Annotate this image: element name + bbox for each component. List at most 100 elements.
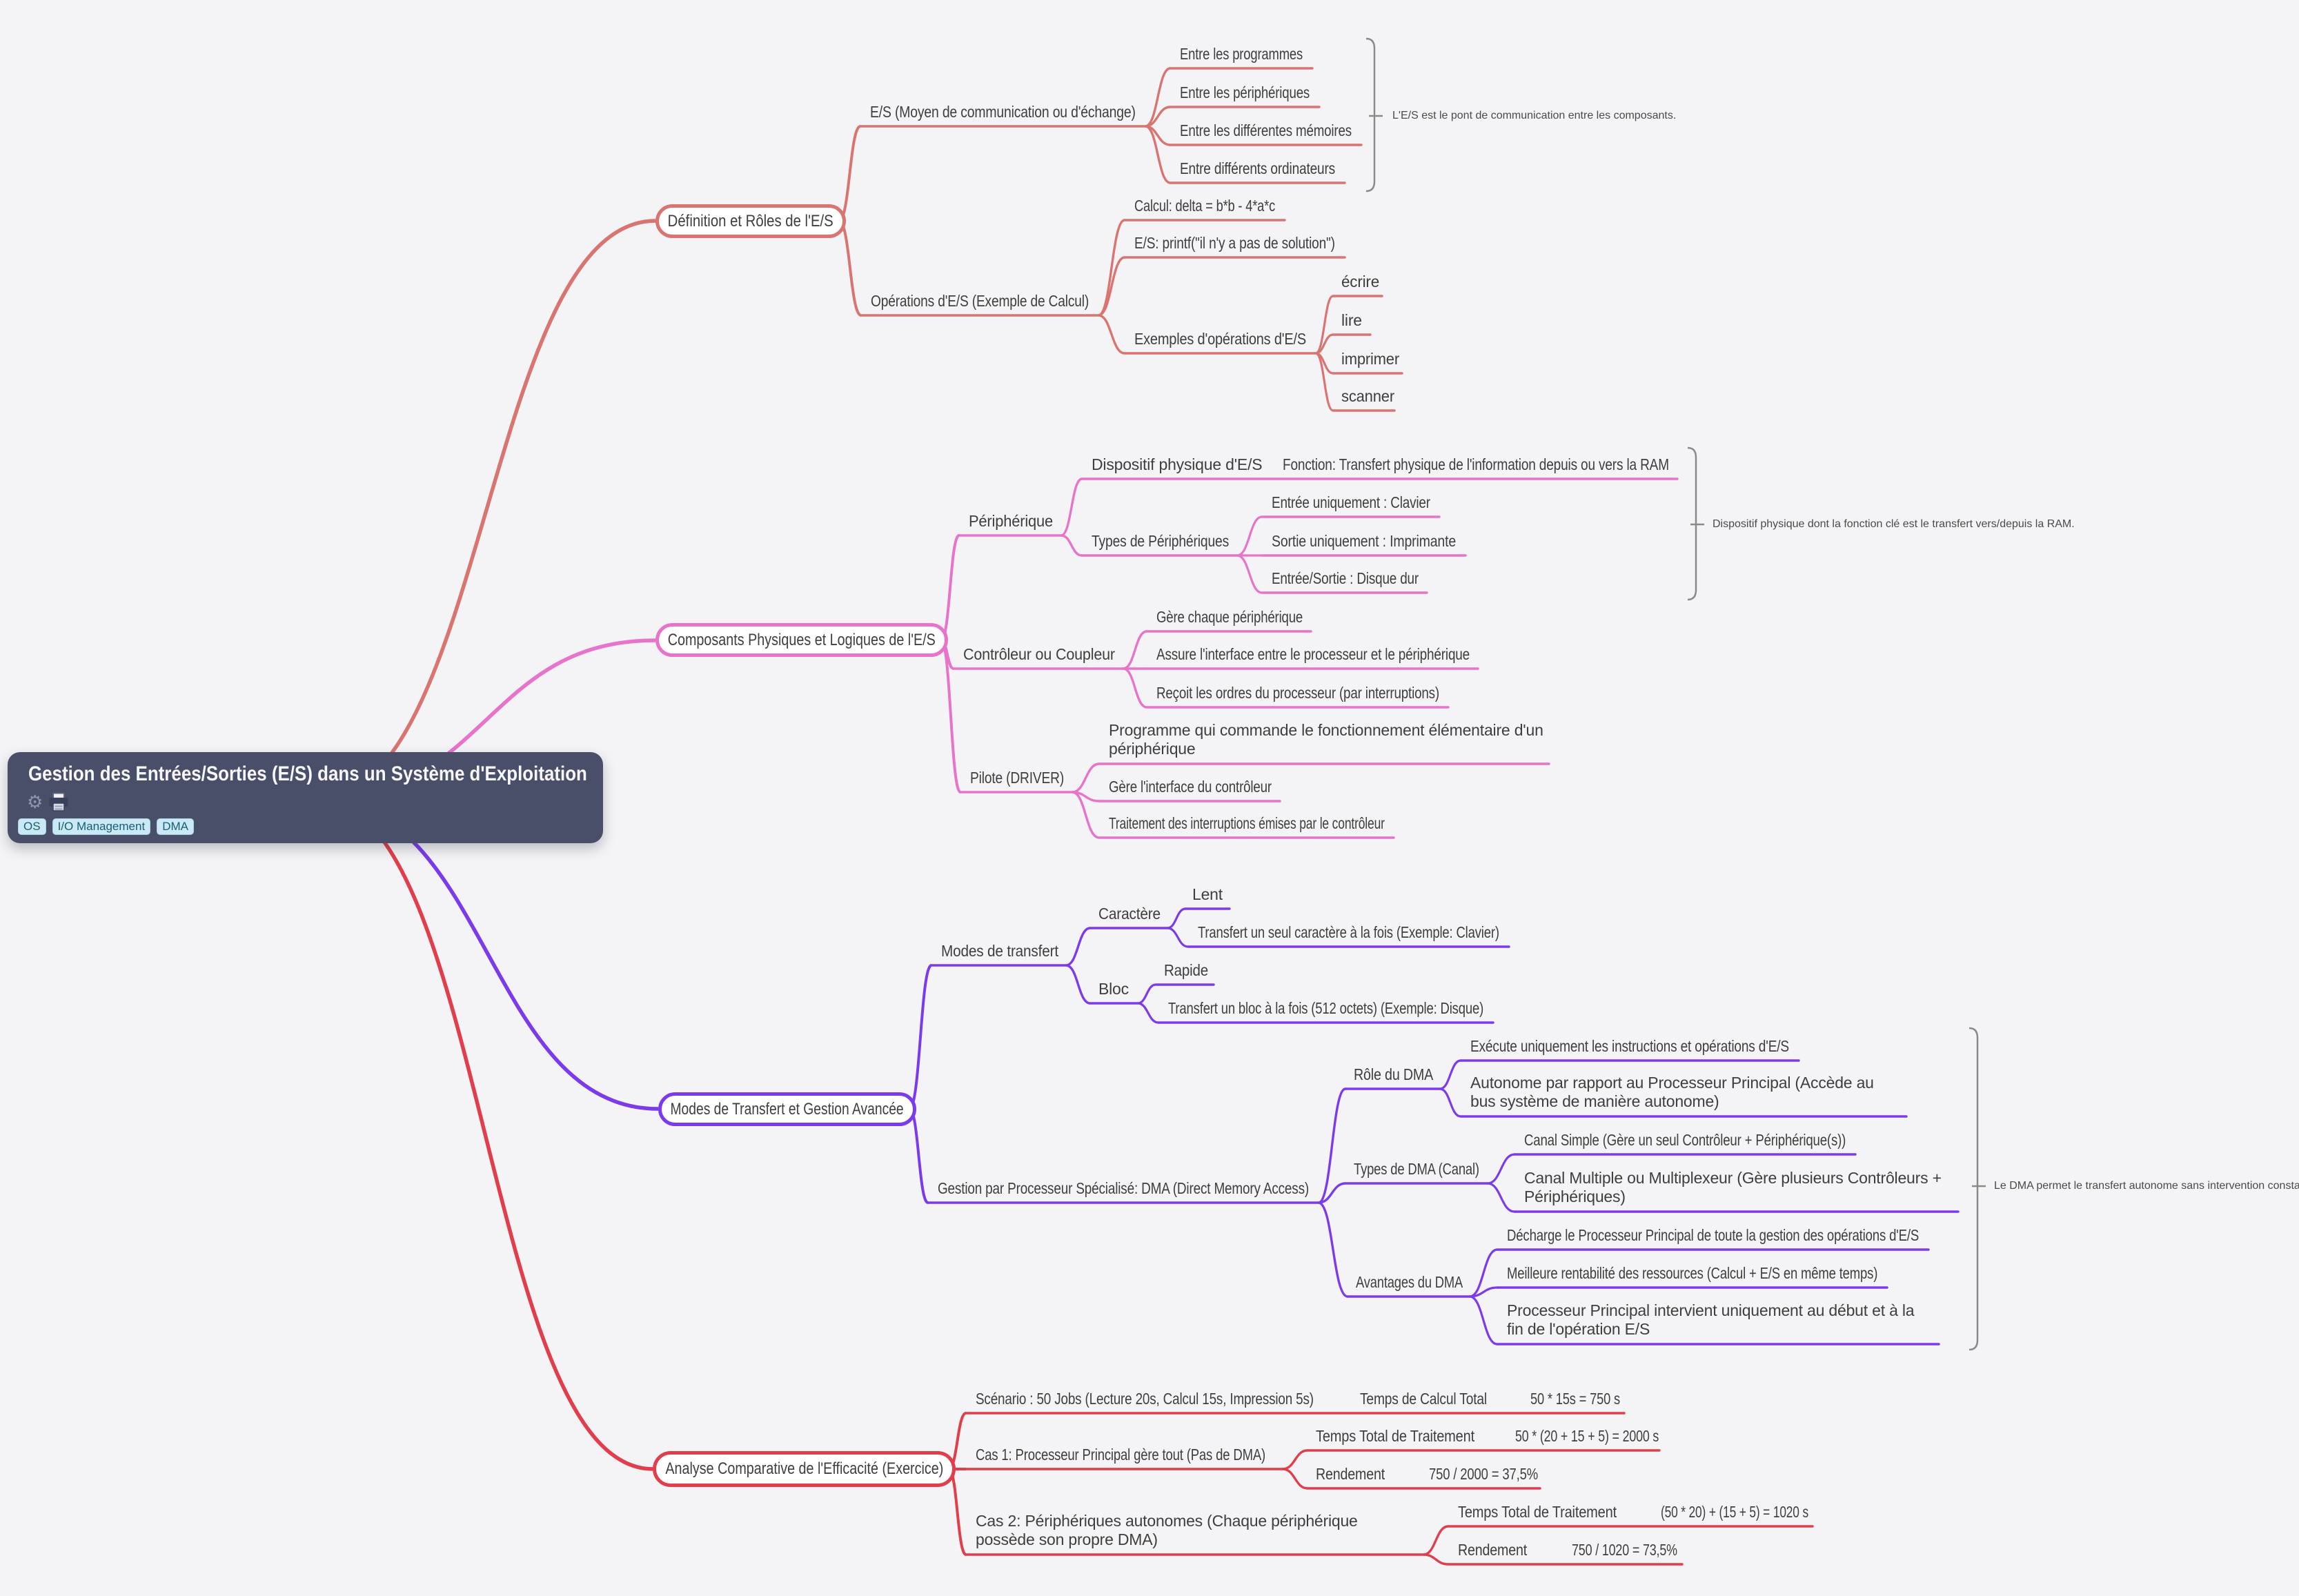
- mindmap-node[interactable]: Entrée/Sortie : Disque dur: [1272, 569, 1419, 587]
- mindmap-node[interactable]: Cas 2: Périphériques autonomes (Chaque p…: [976, 1512, 1358, 1548]
- mindmap-node[interactable]: Contrôleur ou Coupleur: [963, 645, 1115, 663]
- tag-badge: OS: [18, 818, 46, 835]
- mindmap-node-value[interactable]: Fonction: Transfert physique de l'inform…: [1283, 455, 1669, 473]
- connector: [317, 797, 659, 1111]
- mindmap-node[interactable]: Rôle du DMA: [1354, 1065, 1434, 1083]
- mindmap-node[interactable]: Modes de transfert: [941, 942, 1058, 960]
- mindmap-node[interactable]: Traitement des interruptions émises par …: [1109, 814, 1385, 832]
- connector: [838, 219, 862, 317]
- gear-icon: ⚙: [27, 792, 43, 813]
- branch-analyse-comparative[interactable]: Analyse Comparative de l'Efficacité (Exe…: [653, 1451, 956, 1487]
- mindmap-node[interactable]: imprimer: [1341, 350, 1399, 368]
- connector: [317, 219, 656, 801]
- mindmap-node[interactable]: écrire: [1341, 273, 1380, 290]
- mindmap-node[interactable]: Exemples d'opérations d'E/S: [1134, 330, 1307, 348]
- mindmap-node-value[interactable]: 50 * (20 + 15 + 5) = 2000 s: [1515, 1427, 1659, 1445]
- mindmap-node[interactable]: Pilote (DRIVER): [970, 769, 1065, 787]
- connector: [1060, 534, 1083, 557]
- connector: [908, 1107, 929, 1204]
- connector: [1423, 1553, 1449, 1566]
- connector: [1137, 983, 1156, 1005]
- tag-badge: DMA: [157, 818, 194, 835]
- root-title: Gestion des Entrées/Sorties (E/S) dans u…: [28, 762, 587, 785]
- mindmap-node-value[interactable]: 50 * 15s = 750 s: [1530, 1390, 1620, 1408]
- connector: [1072, 791, 1100, 839]
- mindmap-node[interactable]: Caractère: [1098, 905, 1161, 923]
- mindmap-node-value[interactable]: (50 * 20) + (15 + 5) = 1020 s: [1661, 1503, 1808, 1521]
- mindmap-node[interactable]: Avantages du DMA: [1356, 1273, 1463, 1291]
- mindmap-node[interactable]: Meilleure rentabilité des ressources (Ca…: [1507, 1264, 1878, 1282]
- mindmap-node[interactable]: Cas 1: Processeur Principal gère tout (P…: [976, 1446, 1266, 1464]
- connector: [1282, 1449, 1308, 1470]
- connector: [1423, 1525, 1449, 1556]
- branch-composants[interactable]: Composants Physiques et Logiques de l'E/…: [655, 623, 948, 657]
- mindmap-node[interactable]: Gestion par Processeur Spécialisé: DMA (…: [938, 1179, 1310, 1197]
- mindmap-node[interactable]: lire: [1341, 311, 1362, 329]
- connector: [1072, 762, 1100, 794]
- connector: [1469, 1286, 1498, 1298]
- mindmap-node-value[interactable]: 750 / 1020 = 73,5%: [1572, 1541, 1677, 1559]
- bracket-annotation: Le DMA permet le transfert autonome sans…: [1994, 1180, 2299, 1192]
- mindmap-node[interactable]: Temps Total de Traitement: [1316, 1427, 1474, 1445]
- mindmap-node[interactable]: Entre différents ordinateurs: [1180, 159, 1336, 177]
- connector: [947, 1468, 967, 1556]
- mindmap-node[interactable]: Périphérique: [969, 512, 1054, 530]
- mindmap-node[interactable]: Processeur Principal intervient uniqueme…: [1507, 1301, 1915, 1338]
- mindmap-node[interactable]: Temps Total de Traitement: [1458, 1503, 1617, 1521]
- mindmap-node[interactable]: Gère chaque périphérique: [1156, 608, 1303, 626]
- mindmap-node[interactable]: Types de Périphériques: [1092, 532, 1230, 550]
- bracket-annotation: L'E/S est le pont de communication entre…: [1392, 110, 1677, 121]
- mindmap-node[interactable]: scanner: [1341, 387, 1394, 405]
- connector: [1060, 477, 1083, 537]
- connector: [1315, 352, 1334, 412]
- mindmap-node[interactable]: Programme qui commande le fonctionnement…: [1109, 721, 1543, 758]
- branch-modes-transfert[interactable]: Modes de Transfert et Gestion Avancée: [658, 1092, 916, 1126]
- tag-badge: I/O Management: [52, 818, 151, 835]
- mindmap-node[interactable]: E/S: printf("il n'y a pas de solution"): [1134, 234, 1335, 252]
- connector: [1098, 256, 1125, 317]
- mindmap-node[interactable]: Autonome par rapport au Processeur Princ…: [1470, 1074, 1874, 1110]
- connector: [1123, 630, 1147, 670]
- mindmap-node[interactable]: Bloc: [1098, 980, 1129, 998]
- mindmap-node[interactable]: Canal Multiple ou Multiplexeur (Gère plu…: [1524, 1169, 1942, 1205]
- printer-icon: [49, 792, 68, 811]
- mindmap-node[interactable]: Reçoit les ordres du processeur (par int…: [1156, 684, 1439, 702]
- root-topic[interactable]: Gestion des Entrées/Sorties (E/S) dans u…: [8, 752, 603, 843]
- mindmap-node[interactable]: Assure l'interface entre le processeur e…: [1156, 645, 1470, 663]
- mindmap-node[interactable]: Rapide: [1164, 961, 1209, 979]
- mindmap-node[interactable]: Canal Simple (Gère un seul Contrôleur + …: [1524, 1131, 1846, 1149]
- connector: [1167, 907, 1186, 929]
- bracket: [1365, 37, 1376, 193]
- connector: [1469, 1248, 1498, 1298]
- mindmap-node[interactable]: Entre les différentes mémoires: [1180, 121, 1352, 139]
- mindmap-node[interactable]: Rendement: [1316, 1465, 1385, 1483]
- connector: [1318, 1087, 1346, 1204]
- mindmap-node[interactable]: Lent: [1192, 885, 1223, 903]
- mindmap-node[interactable]: Entre les programmes: [1180, 45, 1303, 63]
- bracket: [1969, 1027, 1979, 1351]
- mindmap-node[interactable]: E/S (Moyen de communication ou d'échange…: [870, 103, 1136, 121]
- mindmap-node-value[interactable]: Temps de Calcul Total: [1360, 1390, 1488, 1408]
- connector: [1318, 1182, 1346, 1204]
- mindmap-node[interactable]: Transfert un seul caractère à la fois (E…: [1198, 923, 1499, 941]
- connector: [1487, 1182, 1515, 1213]
- connector: [1145, 67, 1171, 128]
- mindmap-node[interactable]: Dispositif physique d'E/S: [1092, 455, 1263, 473]
- connector: [1123, 667, 1147, 709]
- mindmap-node[interactable]: Calcul: delta = b*b - 4*a*c: [1134, 197, 1276, 215]
- mindmap-node[interactable]: Décharge le Processeur Principal de tout…: [1507, 1226, 1920, 1244]
- mindmap-node[interactable]: Gère l'interface du contrôleur: [1109, 778, 1272, 796]
- mindmap-node[interactable]: Transfert un bloc à la fois (512 octets)…: [1168, 999, 1484, 1017]
- mindmap-node-value[interactable]: 750 / 2000 = 37,5%: [1429, 1465, 1539, 1483]
- mindmap-node[interactable]: Entre les périphériques: [1180, 83, 1310, 101]
- root-icons: ⚙: [27, 791, 70, 814]
- mindmap-node[interactable]: Opérations d'E/S (Exemple de Calcul): [871, 292, 1089, 310]
- root-tags: OS I/O Management DMA: [18, 818, 194, 835]
- mindmap-node[interactable]: Exécute uniquement les instructions et o…: [1470, 1037, 1789, 1055]
- branch-definition-roles[interactable]: Définition et Rôles de l'E/S: [655, 204, 846, 238]
- mindmap-node[interactable]: Sortie uniquement : Imprimante: [1272, 532, 1457, 550]
- mindmap-node[interactable]: Entrée uniquement : Clavier: [1272, 493, 1430, 511]
- mindmap-node[interactable]: Rendement: [1458, 1541, 1528, 1559]
- mindmap-node[interactable]: Types de DMA (Canal): [1354, 1160, 1479, 1178]
- mindmap-node[interactable]: Scénario : 50 Jobs (Lecture 20s, Calcul …: [976, 1390, 1314, 1408]
